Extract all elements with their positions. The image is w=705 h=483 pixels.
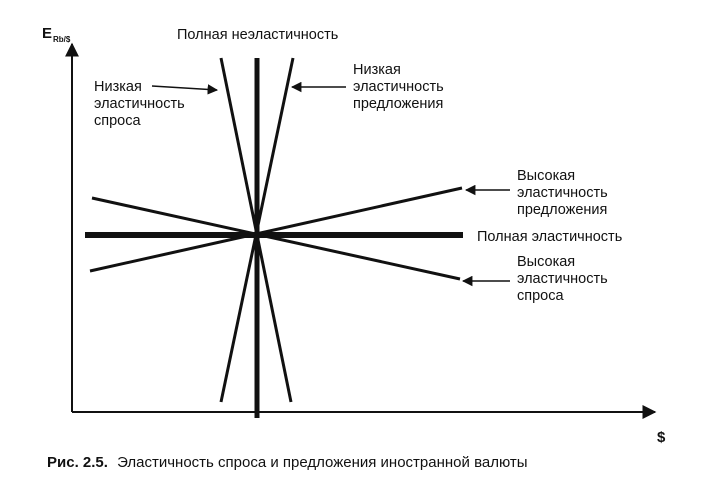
- label-perfect-elasticity: Полная эластичность: [477, 229, 622, 245]
- label-perfect-inelasticity: Полная неэластичность: [177, 27, 338, 43]
- low-supply-elasticity-line: [219, 57, 295, 403]
- label-low-demand-elasticity: Низкая эластичность спроса: [94, 79, 189, 129]
- x-axis-label: $: [657, 429, 666, 446]
- figure-caption: Рис. 2.5. Эластичность спроса и предложе…: [47, 454, 528, 471]
- figure-caption-number: Рис. 2.5.: [47, 454, 108, 471]
- y-axis-label: E: [42, 25, 52, 42]
- y-axis-label-subscript: Rb/$: [53, 35, 71, 44]
- label-low-supply-elasticity: Низкая эластичность предложения: [353, 62, 448, 112]
- high-supply-elasticity-line: [89, 186, 463, 273]
- label-high-demand-elasticity: Высокая эластичность спроса: [517, 254, 612, 304]
- high-demand-elasticity-line: [91, 196, 461, 281]
- figure-caption-text: Эластичность спроса и предложения иностр…: [117, 454, 527, 471]
- label-high-supply-elasticity: Высокая эластичность предложения: [517, 168, 612, 218]
- low-demand-pointer-arrow: [151, 84, 219, 95]
